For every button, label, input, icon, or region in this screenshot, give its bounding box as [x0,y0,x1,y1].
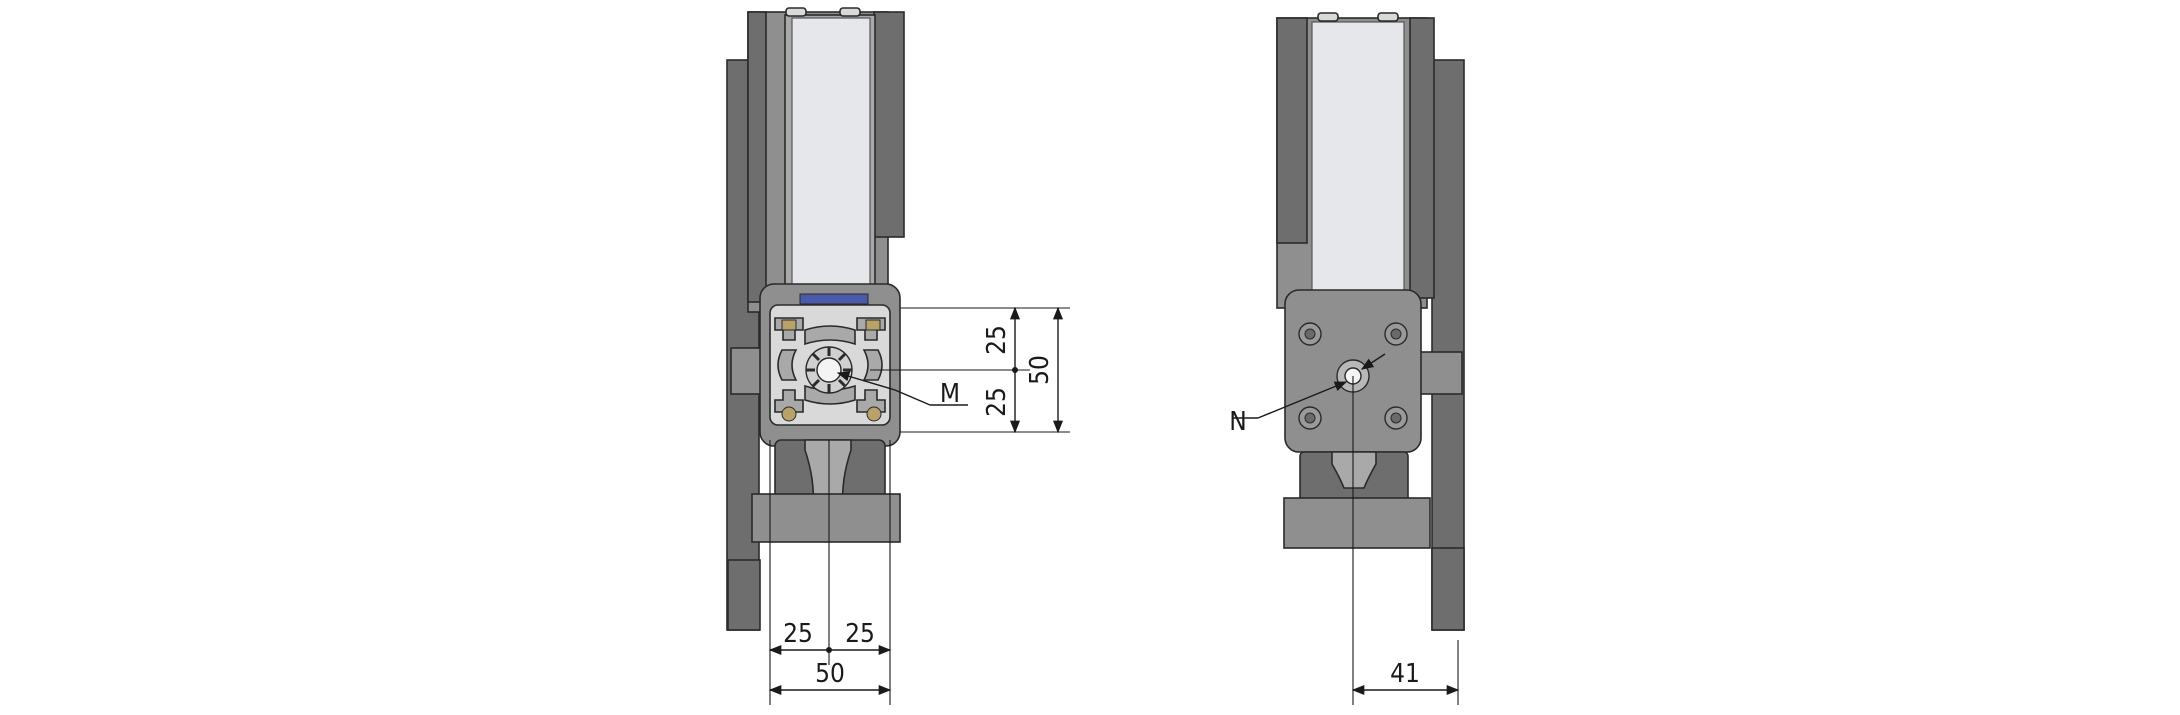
side-dim-label-h: 41 [1390,659,1420,689]
side-upper-frame-left-rail [1276,17,1308,244]
side-lower-tslot [1331,451,1377,489]
callout-m-label: M [940,379,960,409]
front-view: 25 25 50 25 25 50 M [726,7,1070,705]
front-brass-nut-tl [781,319,797,331]
front-lower-side-plate [727,559,761,631]
front-brass-nut-bl [781,406,797,422]
side-right-side-plate [1431,59,1465,631]
front-profile-web-right [862,349,883,381]
callout-n-leader [1257,381,1348,419]
front-top-tab-right [839,7,861,17]
front-brass-nut-br [866,406,882,422]
front-center-bore [816,357,842,383]
callout-n-label: N [1229,407,1247,437]
front-top-tab-left [785,7,807,17]
screw-head-icon [1390,412,1402,424]
front-belt [791,17,871,301]
front-upper-frame-right-rail [873,11,905,238]
front-brass-nut-tr [865,319,881,331]
front-slot-bottom-left [774,389,804,413]
side-lower-side-plate [1431,547,1465,631]
dim-label-h-right: 25 [845,619,875,649]
front-lower-base [751,493,901,543]
callout-m-leader-b [836,371,896,391]
side-screws [1298,322,1408,430]
dim-label-h-left: 25 [783,619,813,649]
side-right-connector [1419,351,1463,395]
front-upper-frame-left-rail [747,11,767,303]
dim-label-v-lower: 25 [982,387,1012,417]
dim-dot-v [1012,367,1018,373]
side-top-tab-right [1377,12,1399,22]
callout-m-leader-a [894,389,931,406]
side-top-tab-left [1317,12,1339,22]
front-blue-strip [799,293,869,305]
front-profile-web-left [777,349,798,381]
dim-label-v-total: 50 [1025,355,1055,385]
callout-n-leader-back [1360,353,1386,370]
side-lower-base [1283,497,1431,549]
side-upper-frame-right-rail [1409,17,1435,299]
front-slot-bottom-right [856,389,886,413]
screw-head-icon [1304,412,1316,424]
side-view: 41 N [1229,12,1465,705]
side-belt [1311,21,1405,303]
dim-label-v-upper: 25 [982,325,1012,355]
dim-label-h-total: 50 [815,659,845,689]
dim-dot-h [826,647,832,653]
screw-head-icon [1390,328,1402,340]
front-profile-web-top [804,325,856,346]
screw-head-icon [1304,328,1316,340]
